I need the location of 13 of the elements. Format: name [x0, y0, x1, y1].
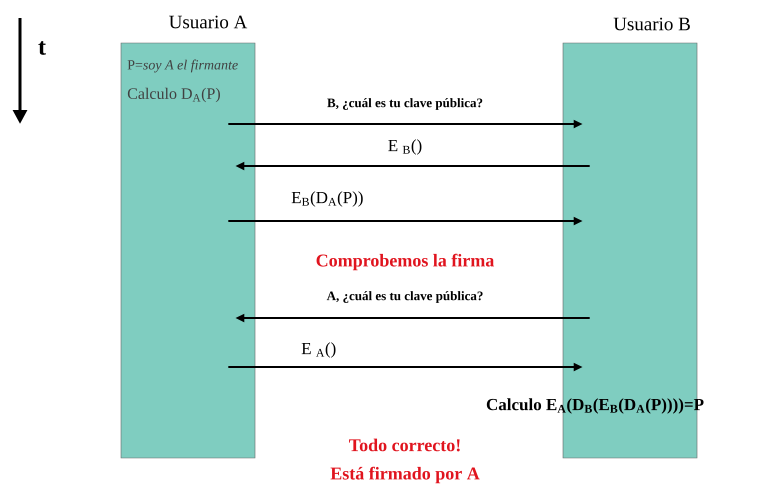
edge-label: E $_{B}$() [388, 139, 422, 155]
note-text: P=soy A el firmante [128, 60, 238, 72]
note-text: Calculo D$_{A}$(P) [128, 88, 220, 102]
column-heading: Usuario A [169, 16, 248, 28]
result-text: Comprobemos la firma [316, 254, 494, 270]
result-text: Está firmado por A [330, 466, 480, 484]
edge-label: E $_{A}$() [302, 342, 336, 358]
result-text: Todo correcto! [349, 438, 460, 452]
axis-label: t [38, 41, 46, 55]
edge-label: B, ¿cuál es tu clave pública? [327, 98, 482, 110]
edge-label: A, ¿cuál es tu clave pública? [326, 291, 483, 303]
edge-label: E$_{B}$(D$_{A}$(P)) [292, 191, 363, 207]
column-heading: Usuario B [614, 18, 690, 30]
